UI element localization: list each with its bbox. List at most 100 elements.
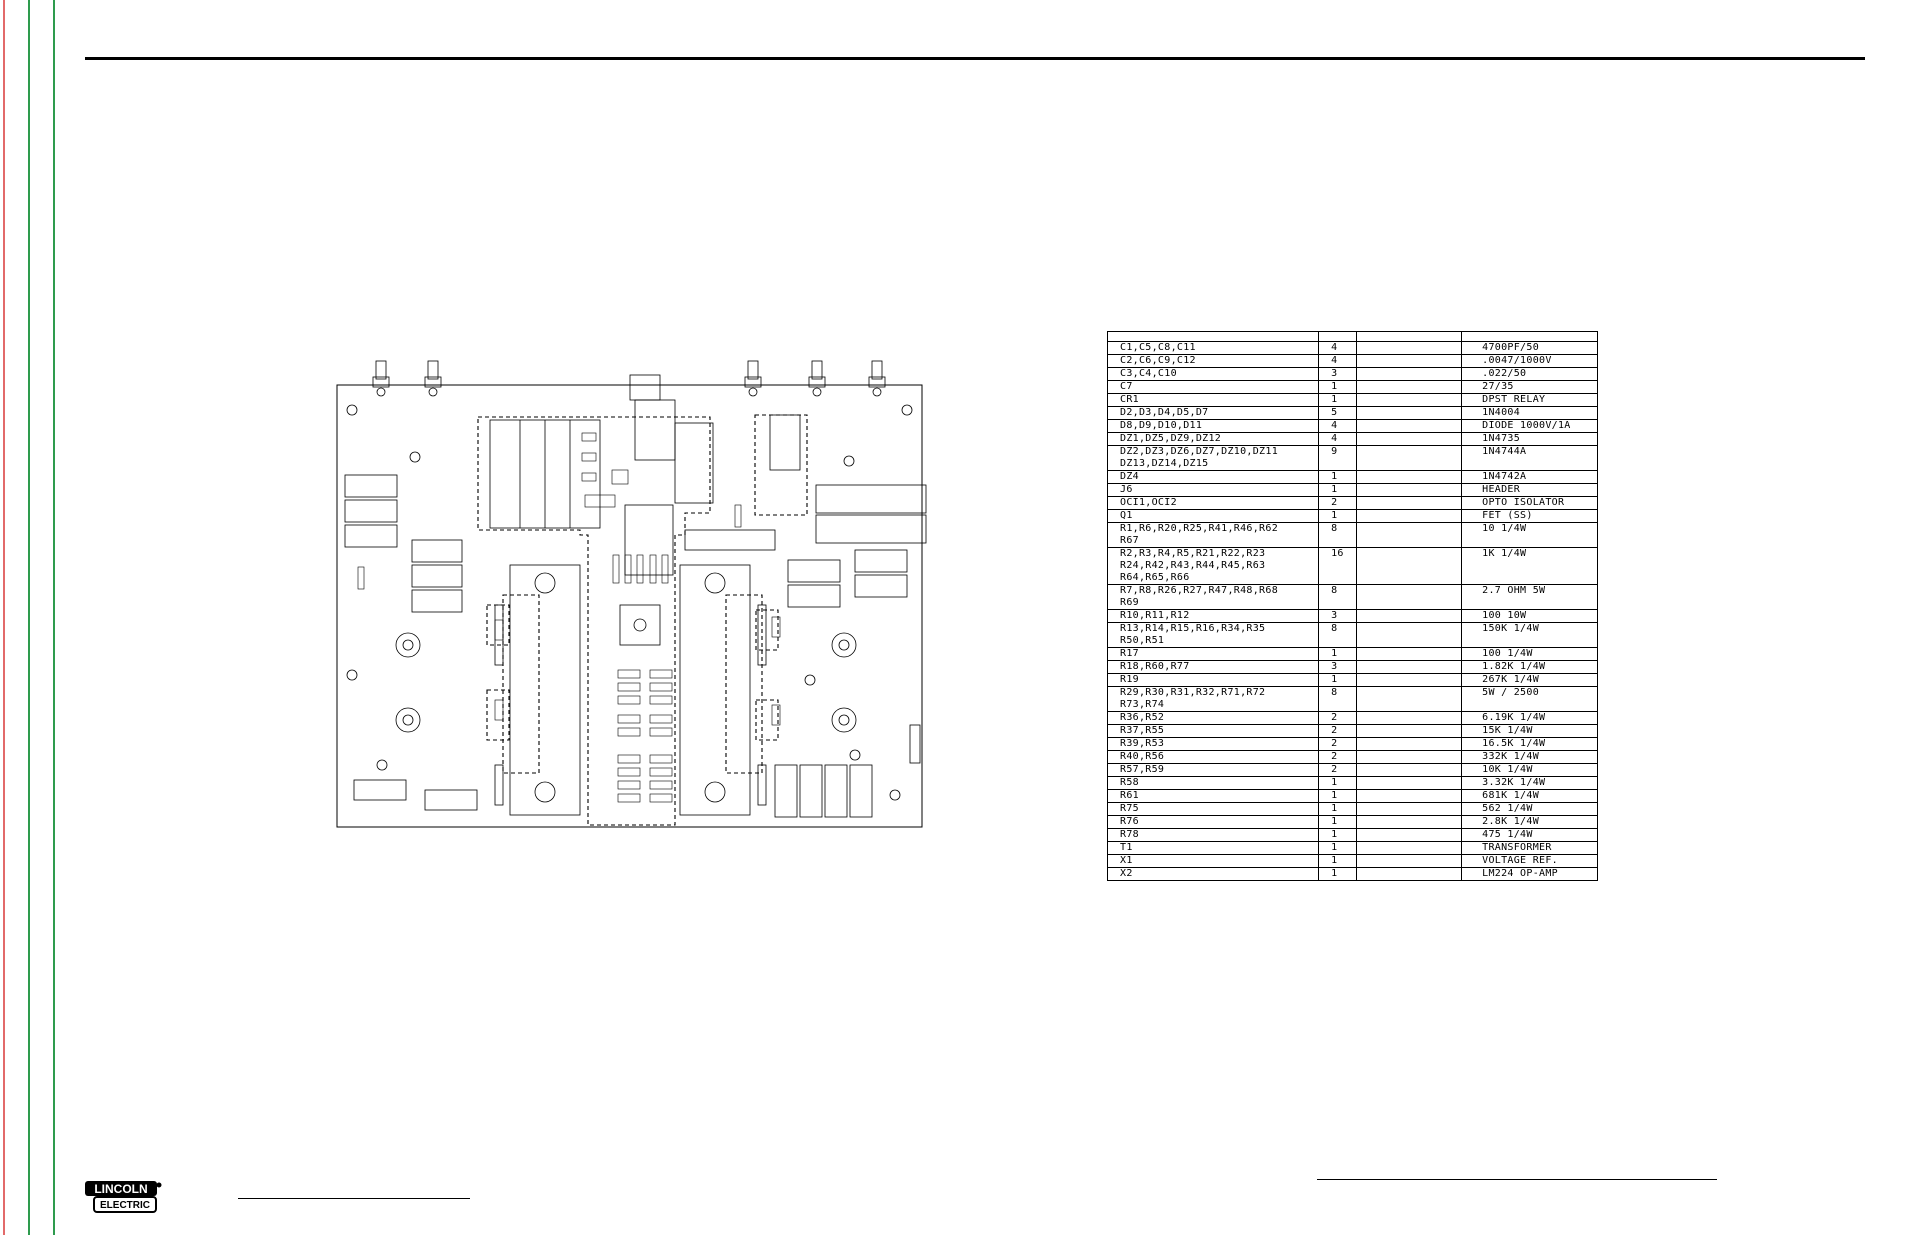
cell-qty: 1 [1318,647,1358,661]
cell-item: CR1 [1106,393,1320,407]
cell-part-number [1356,367,1463,381]
cell-part-number [1356,867,1463,881]
footer-rule-right [1317,1179,1717,1180]
margin-line-red [3,0,5,1235]
cell-description: 2.8K 1/4W [1461,815,1598,829]
cell-part-number [1356,380,1463,394]
cell-description: 5W / 2500 [1461,686,1598,712]
cell-item: OCI1,OCI2 [1106,496,1320,510]
cell-description: .022/50 [1461,367,1598,381]
footer-rule-left [238,1198,470,1199]
cell-description: 10 1/4W [1461,522,1598,548]
cell-item: R7,R8,R26,R27,R47,R48,R68 R69 [1106,584,1320,610]
cell-item: D2,D3,D4,D5,D7 [1106,406,1320,420]
cell-qty: 4 [1318,341,1358,355]
cell-description: .0047/1000V [1461,354,1598,368]
header-description [1461,331,1598,342]
cell-qty: 2 [1318,711,1358,725]
table-header-row [1106,331,1598,342]
cell-part-number [1356,854,1463,868]
cell-description: TRANSFORMER [1461,841,1598,855]
cell-description: 6.19K 1/4W [1461,711,1598,725]
header-qty [1318,331,1358,342]
cell-qty: 1 [1318,841,1358,855]
cell-item: X2 [1106,867,1320,881]
cell-description: 150K 1/4W [1461,622,1598,648]
cell-description: HEADER [1461,483,1598,497]
cell-description: LM224 OP-AMP [1461,867,1598,881]
cell-item: R39,R53 [1106,737,1320,751]
cell-item: C3,C4,C10 [1106,367,1320,381]
cell-qty: 4 [1318,419,1358,433]
cell-part-number [1356,547,1463,585]
cell-description: 475 1/4W [1461,828,1598,842]
cell-qty: 1 [1318,802,1358,816]
cell-qty: 4 [1318,432,1358,446]
cell-part-number [1356,341,1463,355]
logo-line1: LINCOLN [94,1182,147,1196]
cell-qty: 1 [1318,828,1358,842]
cell-item: D8,D9,D10,D11 [1106,419,1320,433]
cell-description: 100 10W [1461,609,1598,623]
cell-qty: 2 [1318,763,1358,777]
cell-item: R76 [1106,815,1320,829]
cell-qty: 3 [1318,609,1358,623]
cell-part-number [1356,432,1463,446]
cell-part-number [1356,763,1463,777]
cell-qty: 5 [1318,406,1358,420]
cell-qty: 1 [1318,815,1358,829]
cell-description: 100 1/4W [1461,647,1598,661]
margin-line-green-inner [53,0,55,1235]
cell-part-number [1356,789,1463,803]
cell-item: R75 [1106,802,1320,816]
cell-qty: 2 [1318,496,1358,510]
cell-item: DZ4 [1106,470,1320,484]
cell-item: R1,R6,R20,R25,R41,R46,R62 R67 [1106,522,1320,548]
cell-item: R40,R56 [1106,750,1320,764]
cell-description: 16.5K 1/4W [1461,737,1598,751]
cell-description: 2.7 OHM 5W [1461,584,1598,610]
cell-part-number [1356,584,1463,610]
cell-description: 1N4744A [1461,445,1598,471]
cell-qty: 2 [1318,750,1358,764]
cell-part-number [1356,776,1463,790]
cell-qty: 3 [1318,660,1358,674]
cell-part-number [1356,815,1463,829]
cell-qty: 8 [1318,622,1358,648]
cell-description: DPST RELAY [1461,393,1598,407]
cell-part-number [1356,393,1463,407]
cell-item: R29,R30,R31,R32,R71,R72 R73,R74 [1106,686,1320,712]
logo-line2: ELECTRIC [100,1200,150,1211]
cell-part-number [1356,737,1463,751]
cell-item: DZ1,DZ5,DZ9,DZ12 [1106,432,1320,446]
cell-qty: 4 [1318,354,1358,368]
cell-item: X1 [1106,854,1320,868]
cell-description: DIODE 1000V/1A [1461,419,1598,433]
cell-description: OPTO ISOLATOR [1461,496,1598,510]
cell-part-number [1356,445,1463,471]
cell-qty: 8 [1318,522,1358,548]
cell-part-number [1356,724,1463,738]
cell-part-number [1356,828,1463,842]
